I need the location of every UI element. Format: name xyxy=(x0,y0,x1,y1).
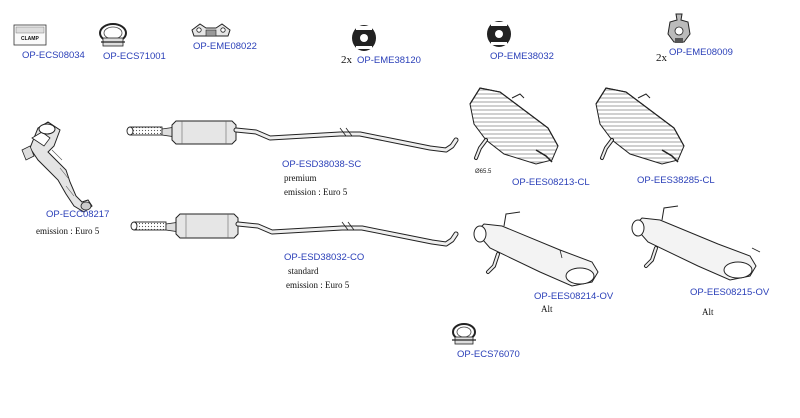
rear-box-ov1-drawing[interactable] xyxy=(473,211,599,287)
dimension-diameter: Ø65.5 xyxy=(475,169,492,175)
note-standard-emission: emission : Euro 5 xyxy=(286,280,350,290)
part-label-ring-clamp[interactable]: OP-ECS76070 xyxy=(457,349,520,360)
note-alt-ov1: Alt xyxy=(541,304,553,314)
front-pipe-drawing[interactable] xyxy=(21,121,93,213)
clamp-box-drawing[interactable] xyxy=(13,24,47,46)
mount-bracket-drawing[interactable] xyxy=(191,23,231,37)
qty-rubber-hanger-a: 2x xyxy=(341,54,352,66)
part-label-mount-bracket[interactable]: OP-EME08022 xyxy=(193,41,257,52)
ring-clamp-drawing[interactable] xyxy=(452,323,476,345)
rear-box-cl2-drawing[interactable] xyxy=(595,87,685,165)
center-pipe-premium-drawing[interactable] xyxy=(126,120,459,153)
part-label-rubber-hanger-a[interactable]: OP-EME38120 xyxy=(357,55,421,66)
rubber-hanger-a-drawing[interactable] xyxy=(352,25,376,51)
pipe-clamp-drawing[interactable] xyxy=(99,23,127,47)
part-label-rear-box-cl1[interactable]: OP-EES08213-CL xyxy=(512,177,590,188)
note-premium-emission: emission : Euro 5 xyxy=(284,187,348,197)
part-label-rear-box-ov2[interactable]: OP-EES08215-OV xyxy=(690,287,770,298)
note-front-pipe-emission: emission : Euro 5 xyxy=(36,226,100,236)
part-label-rubber-hanger-b[interactable]: OP-EME38032 xyxy=(490,51,554,62)
rear-box-cl1-drawing[interactable] xyxy=(469,87,559,165)
clamp-box-text: CLAMP xyxy=(21,36,39,42)
rear-box-ov2-drawing[interactable] xyxy=(631,205,761,281)
part-label-clamp-box[interactable]: OP-ECS08034 xyxy=(22,50,85,61)
part-label-rear-box-cl2[interactable]: OP-EES38285-CL xyxy=(637,175,715,186)
part-label-center-pipe-premium[interactable]: OP-ESD38038-SC xyxy=(282,159,362,170)
rubber-hanger-c-drawing[interactable] xyxy=(667,13,691,43)
part-label-front-pipe[interactable]: OP-ECC08217 xyxy=(46,209,110,220)
qty-rubber-hanger-c: 2x xyxy=(656,52,667,64)
part-label-pipe-clamp[interactable]: OP-ECS71001 xyxy=(103,51,166,62)
note-premium: premium xyxy=(284,173,317,183)
part-label-center-pipe-standard[interactable]: OP-ESD38032-CO xyxy=(284,252,365,263)
note-alt-ov2: Alt xyxy=(702,307,714,317)
rubber-hanger-b-drawing[interactable] xyxy=(487,21,511,47)
part-label-rear-box-ov1[interactable]: OP-EES08214-OV xyxy=(534,291,614,302)
note-standard: standard xyxy=(288,266,319,276)
center-pipe-standard-drawing[interactable] xyxy=(130,213,459,247)
part-label-rubber-hanger-c[interactable]: OP-EME08009 xyxy=(669,47,733,58)
